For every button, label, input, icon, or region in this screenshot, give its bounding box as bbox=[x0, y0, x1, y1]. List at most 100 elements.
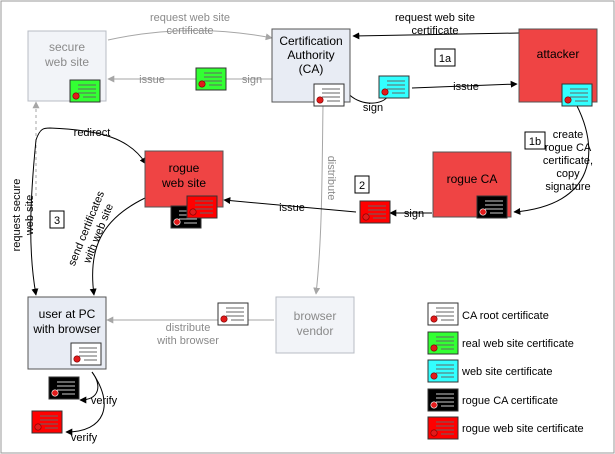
node-secure-site-line-1: secure bbox=[49, 40, 85, 54]
label-issue-secure: issue bbox=[139, 74, 165, 86]
label-verify-1: verify bbox=[91, 395, 118, 407]
label-issue-attacker: issue bbox=[453, 81, 479, 93]
legend-item-rogue-ca: rogue CA certificate bbox=[427, 388, 558, 412]
step-3-text: 3 bbox=[54, 215, 60, 227]
label-request-cert-top: request web site certificate bbox=[150, 12, 230, 37]
cert-rogue-web-on-rogue-site bbox=[186, 195, 218, 219]
legend-swatch-rogue-web bbox=[427, 416, 459, 440]
label-request-cert-top-line-1: request web site bbox=[150, 12, 230, 24]
legend-label-ca-root: CA root certificate bbox=[462, 310, 549, 322]
label-request-cert-attacker-line-1: request web site bbox=[395, 12, 475, 24]
cert-real-on-secure-site bbox=[69, 79, 101, 103]
cert-seal-icon bbox=[430, 315, 438, 323]
cert-seal-icon bbox=[34, 423, 42, 431]
label-request-secure-site-line-2: web site bbox=[24, 195, 36, 236]
node-ca-line-3: (CA) bbox=[299, 62, 324, 76]
label-distribute-browser: distribute with browser bbox=[156, 322, 219, 347]
label-request-cert-top-line-2: certificate bbox=[166, 25, 213, 37]
legend-swatch-real-web bbox=[427, 331, 459, 355]
node-rogue-site-line-2: web site bbox=[161, 176, 206, 190]
cert-seal-icon bbox=[430, 372, 438, 380]
cert-seal-icon bbox=[316, 96, 324, 104]
label-sign-rogue: sign bbox=[404, 208, 424, 220]
label-issue-rogue: issue bbox=[279, 202, 305, 214]
edge-distribute bbox=[313, 103, 324, 295]
label-create-rogue-line-5: signature bbox=[545, 181, 590, 193]
cert-rogue-web-issued bbox=[359, 200, 391, 224]
cert-seal-icon bbox=[479, 208, 487, 216]
label-verify-2: verify bbox=[71, 432, 98, 444]
edge-issue-rogue bbox=[223, 197, 357, 213]
node-vendor-line-1: browser bbox=[294, 309, 337, 323]
cert-rogue-ca-verify bbox=[48, 376, 80, 400]
label-request-cert-attacker-line-2: certificate bbox=[411, 25, 458, 37]
cert-web-to-sign bbox=[378, 75, 410, 99]
cert-real-issued bbox=[195, 67, 227, 91]
label-distribute-browser-line-1: distribute bbox=[166, 322, 211, 334]
node-vendor: browser vendor bbox=[275, 296, 355, 354]
edge-verify-2 bbox=[65, 371, 105, 436]
label-request-cert-attacker: request web site certificate bbox=[395, 12, 475, 37]
label-send-certs: send certificates with web site bbox=[66, 189, 116, 268]
label-create-rogue-line-1: create bbox=[553, 129, 584, 141]
node-attacker-line-1: attacker bbox=[537, 47, 580, 61]
label-create-rogue: create rogue CA certificate, copy signat… bbox=[543, 129, 593, 193]
cert-layer bbox=[31, 67, 593, 434]
cert-seal-icon bbox=[73, 355, 81, 363]
cert-seal-icon bbox=[564, 96, 572, 104]
cert-seal-icon bbox=[430, 429, 438, 437]
cert-rogue-ca-on-rogue-ca bbox=[476, 195, 508, 219]
edge-redirect-request bbox=[30, 127, 147, 296]
cert-seal-icon bbox=[220, 315, 228, 323]
label-create-rogue-line-2: rogue CA bbox=[545, 142, 592, 154]
cert-seal-icon bbox=[381, 88, 389, 96]
cert-seal-icon bbox=[189, 208, 197, 216]
legend-label-rogue-web: rogue web site certificate bbox=[462, 423, 584, 435]
legend-swatch-ca-root bbox=[427, 302, 459, 326]
node-secure-site-line-2: web site bbox=[44, 55, 89, 69]
node-rogue-ca-line-1: rogue CA bbox=[447, 172, 498, 186]
legend-swatch-rogue-ca bbox=[427, 388, 459, 412]
node-ca-line-2: Authority bbox=[287, 48, 334, 62]
cert-seal-icon bbox=[430, 344, 438, 352]
cert-root-distributed bbox=[217, 302, 249, 326]
cert-seal-icon bbox=[51, 389, 59, 397]
edge-issue-attacker bbox=[411, 80, 518, 89]
cert-root-on-user bbox=[70, 342, 102, 366]
step-1b-text: 1b bbox=[529, 136, 541, 148]
node-vendor-line-2: vendor bbox=[297, 324, 334, 338]
cert-web-attacker bbox=[561, 83, 593, 107]
label-redirect: redirect bbox=[74, 127, 111, 139]
step-2-text: 2 bbox=[359, 180, 365, 192]
edge-request-cert-attacker bbox=[352, 32, 520, 40]
legend-swatch-web bbox=[427, 359, 459, 383]
legend-item-web: web site certificate bbox=[427, 359, 552, 383]
step-3: 3 bbox=[49, 210, 65, 229]
edge-create-rogue bbox=[513, 103, 590, 215]
label-request-secure-site: request secure web site bbox=[11, 179, 36, 252]
edge-send-certs bbox=[89, 197, 146, 296]
cert-seal-icon bbox=[198, 80, 206, 88]
label-sign-secure: sign bbox=[242, 74, 262, 86]
legend: CA root certificate real web site certif… bbox=[427, 302, 584, 440]
label-create-rogue-line-3: certificate, bbox=[543, 155, 593, 167]
label-request-secure-site-line-1: request secure bbox=[11, 179, 23, 252]
cert-seal-icon bbox=[430, 401, 438, 409]
legend-item-ca-root: CA root certificate bbox=[427, 302, 549, 326]
label-sign-attacker: sign bbox=[363, 102, 383, 114]
node-rogue-site: rogue web site bbox=[144, 150, 224, 208]
cert-seal-icon bbox=[72, 92, 80, 100]
legend-item-real-web: real web site certificate bbox=[427, 331, 574, 355]
node-ca-line-1: Certification bbox=[279, 34, 342, 48]
edge-request-cert-top bbox=[107, 29, 273, 41]
legend-label-rogue-ca: rogue CA certificate bbox=[462, 395, 558, 407]
label-distribute-browser-line-2: with browser bbox=[156, 335, 219, 347]
cert-root-ca bbox=[313, 83, 345, 107]
step-2: 2 bbox=[354, 175, 370, 194]
legend-label-web: web site certificate bbox=[461, 366, 552, 378]
legend-label-real-web: real web site certificate bbox=[462, 338, 574, 350]
step-1a: 1a bbox=[434, 48, 456, 67]
label-create-rogue-line-4: copy bbox=[556, 168, 580, 180]
step-1a-text: 1a bbox=[439, 53, 452, 65]
